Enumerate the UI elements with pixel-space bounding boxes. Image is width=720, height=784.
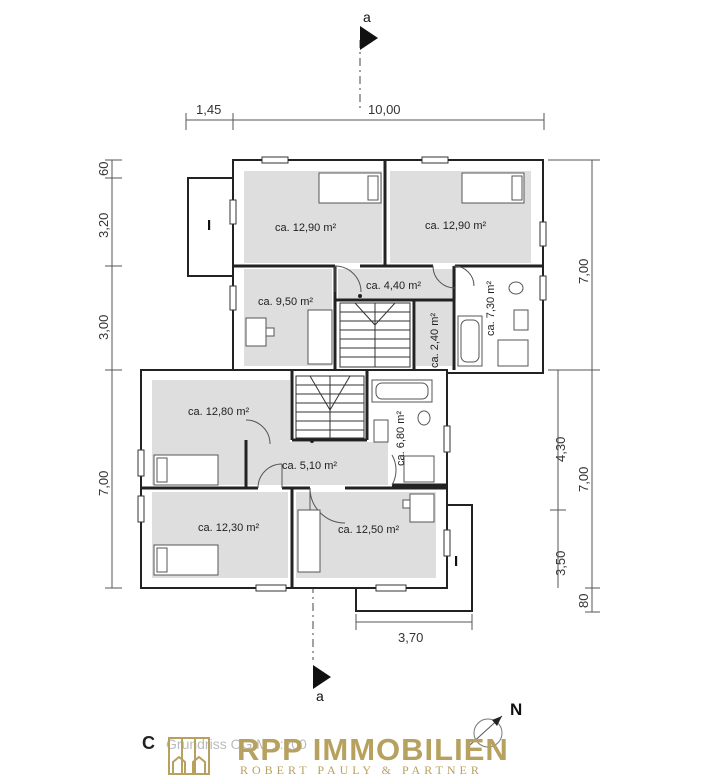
room-label-5: ca. 7,30 m²: [485, 281, 497, 336]
bed-icon: [153, 172, 525, 576]
balcony-label-right: I: [454, 553, 458, 570]
interior-walls-lower: [141, 370, 447, 588]
room-label-4: ca. 4,40 m²: [366, 280, 421, 292]
section-arrow-top-icon: [360, 26, 378, 50]
dim-right-3: 7,00: [576, 467, 591, 492]
room-label-9: ca. 5,10 m²: [282, 460, 337, 472]
north-label: N: [510, 700, 522, 719]
dim-bottom: 3,70: [398, 630, 423, 645]
dim-right-5: 80: [576, 594, 591, 608]
left-dimension: 60 3,20 3,00 7,00: [96, 159, 122, 589]
room-label-7: ca. 12,80 m²: [188, 406, 249, 418]
room-label-1: ca. 12,90 m²: [275, 222, 336, 234]
bottom-dimension: 3,70: [355, 614, 473, 645]
balcony-label-left: I: [207, 217, 211, 234]
brand-name: RPP IMMOBILIEN: [237, 732, 509, 767]
room-floor-9: [248, 442, 388, 485]
brand-tagline: ROBERT PAULY & PARTNER: [240, 763, 483, 777]
room-label-2: ca. 12,90 m²: [425, 220, 486, 232]
staircase-upper-icon: [339, 302, 411, 368]
right-dimension: 7,00 4,30 7,00 3,50 80: [548, 159, 600, 613]
dim-left-2: 3,20: [96, 213, 111, 238]
room-label-8: ca. 6,80 m²: [395, 411, 407, 466]
house-logo-icon: [168, 737, 210, 775]
dim-right-1: 7,00: [576, 259, 591, 284]
caption-letter: C: [142, 733, 155, 753]
dim-top-left: 1,45: [196, 102, 221, 117]
dim-left-1: 60: [96, 162, 111, 176]
plan-caption: C Grundriss OG M 1:200: [142, 733, 307, 754]
section-marker-bottom: a: [316, 688, 324, 704]
top-dimension: 1,45 10,00: [185, 102, 545, 130]
bathroom-fixtures-icon: [371, 281, 529, 483]
room-label-6: ca. 2,40 m²: [429, 313, 441, 368]
section-arrow-bottom-icon: [313, 665, 331, 689]
dim-top-main: 10,00: [368, 102, 401, 117]
window-marks: [137, 156, 547, 592]
furniture-icon: [245, 309, 435, 573]
staircase-lower-icon: [295, 375, 365, 443]
dim-right-4: 3,50: [553, 551, 568, 576]
section-marker-top: a: [363, 9, 371, 25]
room-label-10: ca. 12,30 m²: [198, 522, 259, 534]
room-floor-4: [338, 269, 456, 299]
section-line: a a: [312, 9, 378, 704]
room-label-3: ca. 9,50 m²: [258, 296, 313, 308]
north-arrow-icon: N: [469, 700, 522, 748]
caption-faint: Grundriss OG M 1:200: [166, 736, 307, 752]
dim-left-4: 7,00: [96, 471, 111, 496]
room-floor-6: [416, 300, 452, 366]
dim-left-3: 3,00: [96, 315, 111, 340]
dim-right-2: 4,30: [553, 437, 568, 462]
balcony-left: [187, 177, 235, 277]
room-label-11: ca. 12,50 m²: [338, 524, 399, 536]
